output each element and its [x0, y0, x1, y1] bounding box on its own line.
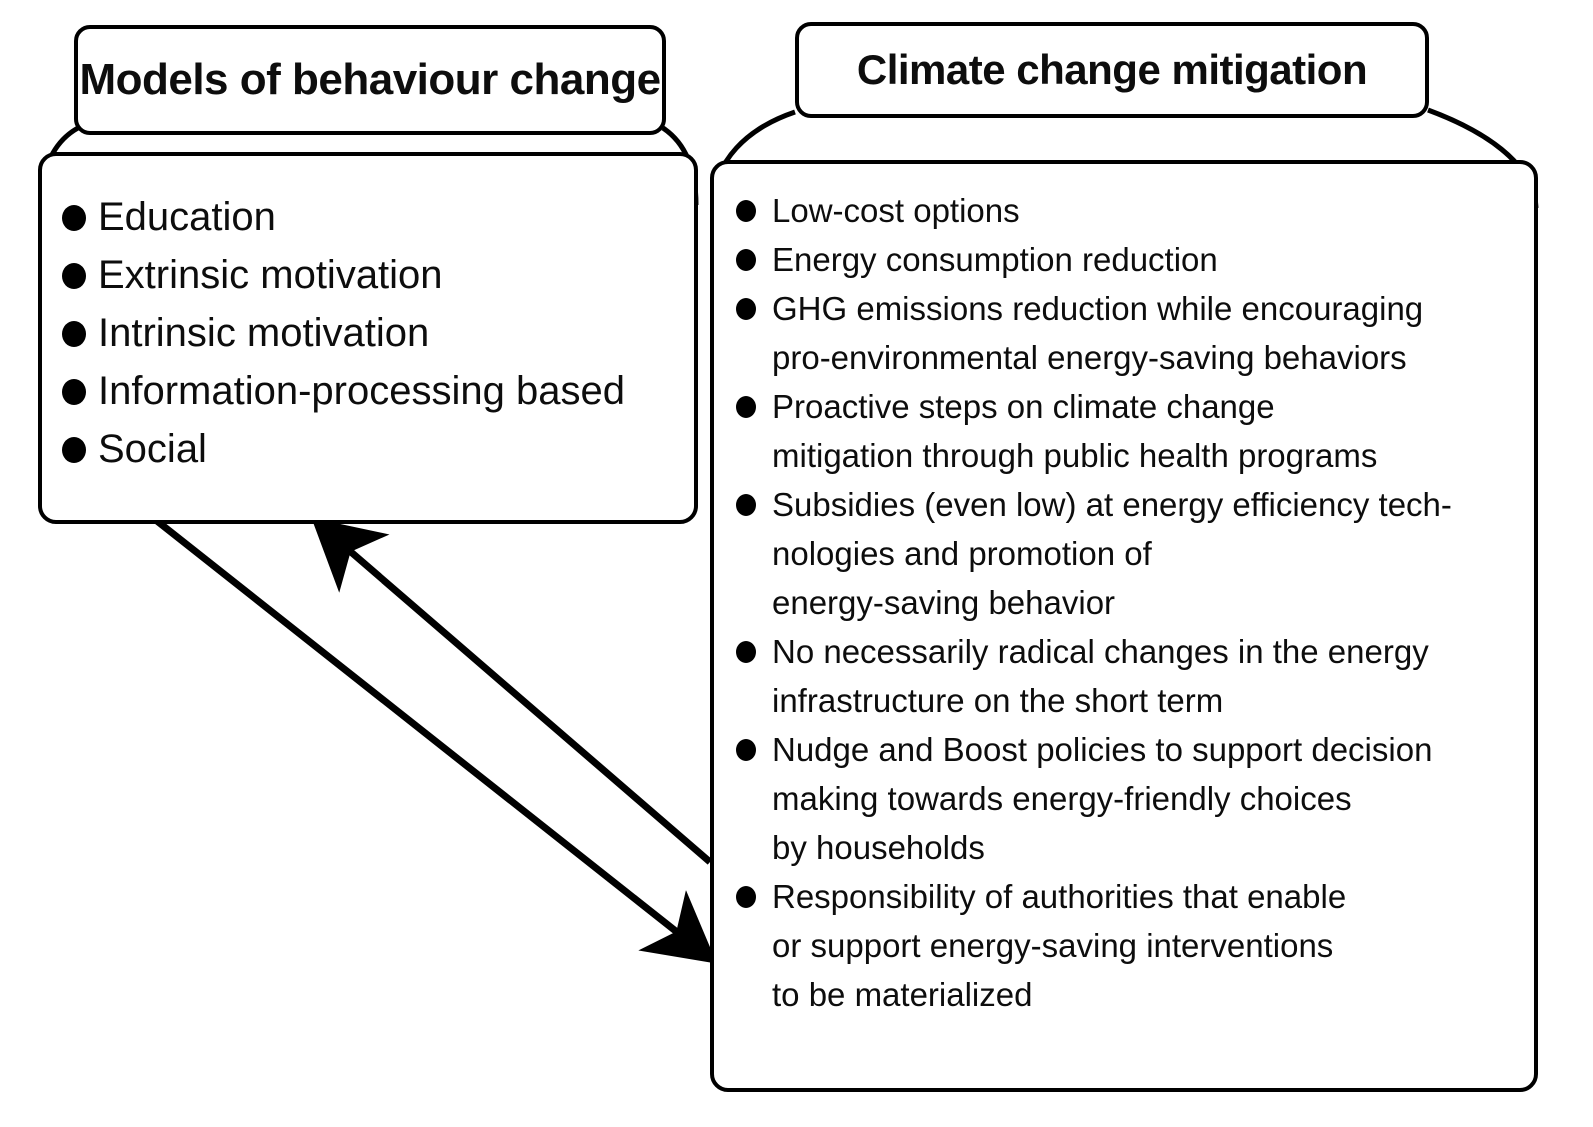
arrow-behaviour-to-mitigation — [154, 518, 717, 964]
list-item: Education — [52, 188, 694, 246]
list-item-text: Extrinsic motivation — [98, 253, 443, 297]
bullet-dot-icon — [62, 205, 86, 231]
behaviour-change-bullet-list: Education Extrinsic motivation Intrinsic… — [42, 156, 694, 478]
list-item: Extrinsic motivation — [52, 246, 694, 304]
list-item-text: Social — [98, 427, 207, 471]
list-item-text: or support energy-saving interventions — [772, 927, 1334, 964]
bullet-dot-icon — [62, 263, 86, 289]
list-item-text: Intrinsic motivation — [98, 311, 430, 355]
list-item: Energy consumption reduction — [726, 235, 1534, 284]
list-item: Information-processing based — [52, 362, 694, 420]
arrow-mitigation-to-behaviour — [311, 517, 713, 865]
list-item: Social — [52, 420, 694, 478]
list-item-text: energy-saving behavior — [772, 584, 1116, 621]
list-item-text: GHG emissions reduction while encouragin… — [772, 290, 1424, 327]
list-item-text: No necessarily radical changes in the en… — [772, 633, 1429, 670]
list-item: Low-cost options — [726, 186, 1534, 235]
bullet-dot-icon — [736, 200, 756, 222]
list-item: Nudge and Boost policies to support deci… — [726, 725, 1534, 872]
list-item-text: by households — [772, 829, 985, 866]
panel-behaviour-change: Education Extrinsic motivation Intrinsic… — [38, 152, 698, 524]
list-item-text: Subsidies (even low) at energy efficienc… — [772, 486, 1452, 523]
panel-title-climate-mitigation-label: Climate change mitigation — [856, 46, 1368, 93]
bullet-dot-icon — [736, 298, 756, 320]
list-item-text: pro-environmental energy-saving behavior… — [772, 339, 1407, 376]
list-item-text: Information-processing based — [98, 369, 625, 413]
list-item: GHG emissions reduction while encouragin… — [726, 284, 1534, 382]
list-item-text: nologies and promotion of — [772, 535, 1152, 572]
list-item-text: Energy consumption reduction — [772, 241, 1218, 278]
list-item-text: mitigation through public health program… — [772, 437, 1378, 474]
list-item: Proactive steps on climate change mitiga… — [726, 382, 1534, 480]
list-item: Subsidies (even low) at energy efficienc… — [726, 480, 1534, 627]
list-item-text: Education — [98, 195, 276, 239]
panel-title-climate-mitigation: Climate change mitigation — [795, 22, 1429, 118]
bullet-dot-icon — [62, 437, 86, 463]
panel-climate-mitigation: Low-cost options Energy consumption redu… — [710, 160, 1538, 1092]
bullet-dot-icon — [736, 641, 756, 663]
list-item-text: infrastructure on the short term — [772, 682, 1224, 719]
bullet-dot-icon — [736, 396, 756, 418]
bullet-dot-icon — [62, 379, 86, 405]
list-item-text: Proactive steps on climate change — [772, 388, 1275, 425]
climate-mitigation-bullet-list: Low-cost options Energy consumption redu… — [714, 164, 1534, 1019]
bullet-dot-icon — [736, 249, 756, 271]
list-item-text: Low-cost options — [772, 192, 1020, 229]
bullet-dot-icon — [736, 886, 756, 908]
panel-title-behaviour-change-label: Models of behaviour change — [79, 55, 661, 104]
list-item: No necessarily radical changes in the en… — [726, 627, 1534, 725]
bullet-dot-icon — [736, 494, 756, 516]
list-item-text: Nudge and Boost policies to support deci… — [772, 731, 1433, 768]
bullet-dot-icon — [62, 321, 86, 347]
panel-title-behaviour-change: Models of behaviour change — [74, 25, 666, 135]
list-item-text: to be materialized — [772, 976, 1033, 1013]
bullet-dot-icon — [736, 739, 756, 761]
list-item: Intrinsic motivation — [52, 304, 694, 362]
list-item: Responsibility of authorities that enabl… — [726, 872, 1534, 1019]
list-item-text: Responsibility of authorities that enabl… — [772, 878, 1347, 915]
list-item-text: making towards energy-friendly choices — [772, 780, 1352, 817]
